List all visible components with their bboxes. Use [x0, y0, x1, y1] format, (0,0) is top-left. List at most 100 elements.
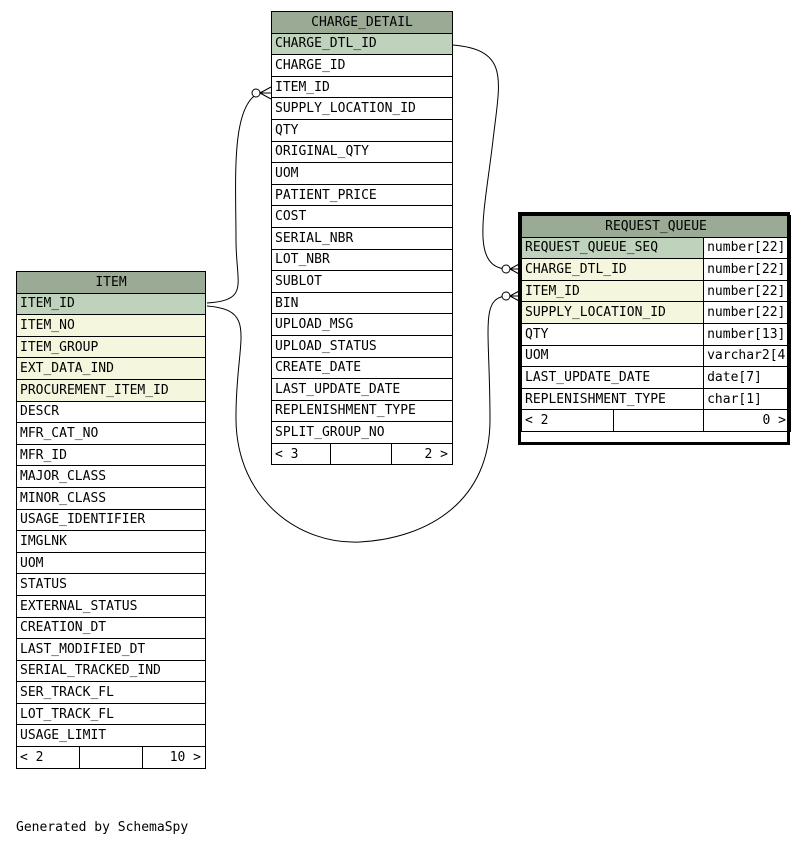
table-request-queue-title[interactable]: REQUEST_QUEUE	[521, 215, 791, 238]
table-row[interactable]: SER_TRACK_FL	[16, 681, 206, 704]
column-name-cell[interactable]: USAGE_IDENTIFIER	[16, 508, 206, 532]
column-name-cell[interactable]: UPLOAD_STATUS	[271, 334, 453, 358]
column-name-cell[interactable]: MFR_CAT_NO	[16, 422, 206, 445]
table-row[interactable]: CHARGE_DTL_ID	[271, 32, 453, 56]
table-row[interactable]: BIN	[271, 291, 453, 315]
table-row[interactable]: UPLOAD_STATUS	[271, 334, 453, 358]
column-name-cell[interactable]: ITEM_NO	[16, 314, 206, 337]
column-name-cell[interactable]: SUPPLY_LOCATION_ID	[271, 97, 453, 120]
table-row[interactable]: ITEM_ID	[16, 292, 206, 316]
column-name-cell[interactable]: LOT_TRACK_FL	[16, 702, 206, 726]
table-row[interactable]: SPLIT_GROUP_NO	[271, 421, 453, 444]
table-row[interactable]: UOM	[271, 162, 453, 185]
column-name-cell[interactable]: ITEM_ID	[271, 75, 453, 99]
column-name-cell[interactable]: UOM	[520, 344, 705, 368]
column-name-cell[interactable]: DESCR	[16, 400, 206, 424]
column-name-cell[interactable]: ITEM_GROUP	[16, 335, 206, 359]
column-name-cell[interactable]: USAGE_LIMIT	[16, 724, 206, 748]
table-row[interactable]: UOM	[16, 551, 206, 575]
column-name-cell[interactable]: ORIGINAL_QTY	[271, 140, 453, 164]
column-name-cell[interactable]: QTY	[271, 118, 453, 142]
table-row[interactable]: SUPPLY_LOCATION_ID	[271, 97, 453, 120]
table-row[interactable]: USAGE_IDENTIFIER	[16, 508, 206, 532]
column-name-cell[interactable]: UPLOAD_MSG	[271, 313, 453, 336]
column-name-cell[interactable]: COST	[271, 205, 453, 228]
table-row[interactable]: LOT_NBR	[271, 248, 453, 272]
column-name-cell[interactable]: SPLIT_GROUP_NO	[271, 421, 453, 444]
table-row[interactable]: SERIAL_NBR	[271, 226, 453, 250]
table-row[interactable]: CHARGE_ID	[271, 54, 453, 77]
column-name-cell[interactable]: PATIENT_PRICE	[271, 183, 453, 207]
table-row[interactable]: STATUS	[16, 573, 206, 596]
column-name-cell[interactable]: QTY	[520, 322, 705, 346]
column-name-cell[interactable]: LAST_UPDATE_DATE	[271, 378, 453, 401]
child-count-indicator[interactable]: 0 >	[703, 409, 791, 432]
parent-count-indicator[interactable]: < 3	[271, 442, 331, 466]
column-name-cell[interactable]: PROCUREMENT_ITEM_ID	[16, 378, 206, 402]
table-row[interactable]: CREATION_DT	[16, 616, 206, 640]
column-name-cell[interactable]: MFR_ID	[16, 443, 206, 467]
parent-count-indicator[interactable]: < 2	[521, 409, 614, 432]
table-row[interactable]: ITEM_NO	[16, 314, 206, 337]
column-name-cell[interactable]: LAST_MODIFIED_DT	[16, 638, 206, 661]
child-count-indicator[interactable]: 10 >	[142, 746, 206, 769]
table-row[interactable]: ITEM_ID	[271, 75, 453, 99]
column-name-cell[interactable]: LAST_UPDATE_DATE	[520, 366, 705, 389]
column-name-cell[interactable]: CHARGE_DTL_ID	[271, 32, 453, 56]
table-row[interactable]: MFR_ID	[16, 443, 206, 467]
table-row[interactable]: LOT_TRACK_FL	[16, 702, 206, 726]
column-name-cell[interactable]: CREATION_DT	[16, 616, 206, 640]
column-name-cell[interactable]: IMGLNK	[16, 530, 206, 553]
table-row[interactable]: IMGLNK	[16, 530, 206, 553]
column-name-cell[interactable]: SERIAL_NBR	[271, 226, 453, 250]
parent-count-indicator[interactable]: < 2	[16, 746, 80, 769]
column-name-cell[interactable]: EXTERNAL_STATUS	[16, 594, 206, 618]
column-name-cell[interactable]: SUPPLY_LOCATION_ID	[520, 301, 705, 324]
column-name-cell[interactable]: REPLENISHMENT_TYPE	[520, 387, 705, 411]
table-row[interactable]: MINOR_CLASS	[16, 486, 206, 510]
column-name-cell[interactable]: ITEM_ID	[16, 292, 206, 316]
column-name-cell[interactable]: REPLENISHMENT_TYPE	[271, 399, 453, 423]
table-row[interactable]: COST	[271, 205, 453, 228]
table-row[interactable]: ITEM_GROUP	[16, 335, 206, 359]
table-row[interactable]: SERIAL_TRACKED_IND	[16, 659, 206, 683]
table-row[interactable]: QTY	[271, 118, 453, 142]
column-name-cell[interactable]: LOT_NBR	[271, 248, 453, 272]
column-name-cell[interactable]: EXT_DATA_IND	[16, 357, 206, 380]
table-row[interactable]: EXTERNAL_STATUS	[16, 594, 206, 618]
table-row[interactable]: ORIGINAL_QTY	[271, 140, 453, 164]
column-name-cell[interactable]: SER_TRACK_FL	[16, 681, 206, 704]
column-name-cell[interactable]: CREATE_DATE	[271, 356, 453, 380]
table-row[interactable]: LAST_UPDATE_DATE	[271, 378, 453, 401]
table-row[interactable]: LAST_MODIFIED_DT	[16, 638, 206, 661]
table-row[interactable]: DESCR	[16, 400, 206, 424]
table-row[interactable]: UPLOAD_MSG	[271, 313, 453, 336]
table-row[interactable]: PROCUREMENT_ITEM_ID	[16, 378, 206, 402]
column-name-cell[interactable]: MINOR_CLASS	[16, 486, 206, 510]
table-row[interactable]: CREATE_DATE	[271, 356, 453, 380]
column-name-cell[interactable]: REQUEST_QUEUE_SEQ	[520, 236, 705, 260]
column-name-cell[interactable]: UOM	[271, 162, 453, 185]
column-name-cell[interactable]: UOM	[16, 551, 206, 575]
column-name-cell[interactable]: ITEM_ID	[520, 279, 705, 303]
column-name-cell[interactable]: STATUS	[16, 573, 206, 596]
table-row[interactable]: EXT_DATA_IND	[16, 357, 206, 380]
table-item-title[interactable]: ITEM	[16, 271, 206, 294]
table-row[interactable]: MAJOR_CLASS	[16, 465, 206, 488]
table-row[interactable]: REPLENISHMENT_TYPE	[271, 399, 453, 423]
table-row[interactable]: PATIENT_PRICE	[271, 183, 453, 207]
table-row[interactable]: USAGE_LIMIT	[16, 724, 206, 748]
column-name-cell[interactable]: MAJOR_CLASS	[16, 465, 206, 488]
table-row[interactable]: SUBLOT	[271, 270, 453, 293]
column-name-cell[interactable]: SUBLOT	[271, 270, 453, 293]
